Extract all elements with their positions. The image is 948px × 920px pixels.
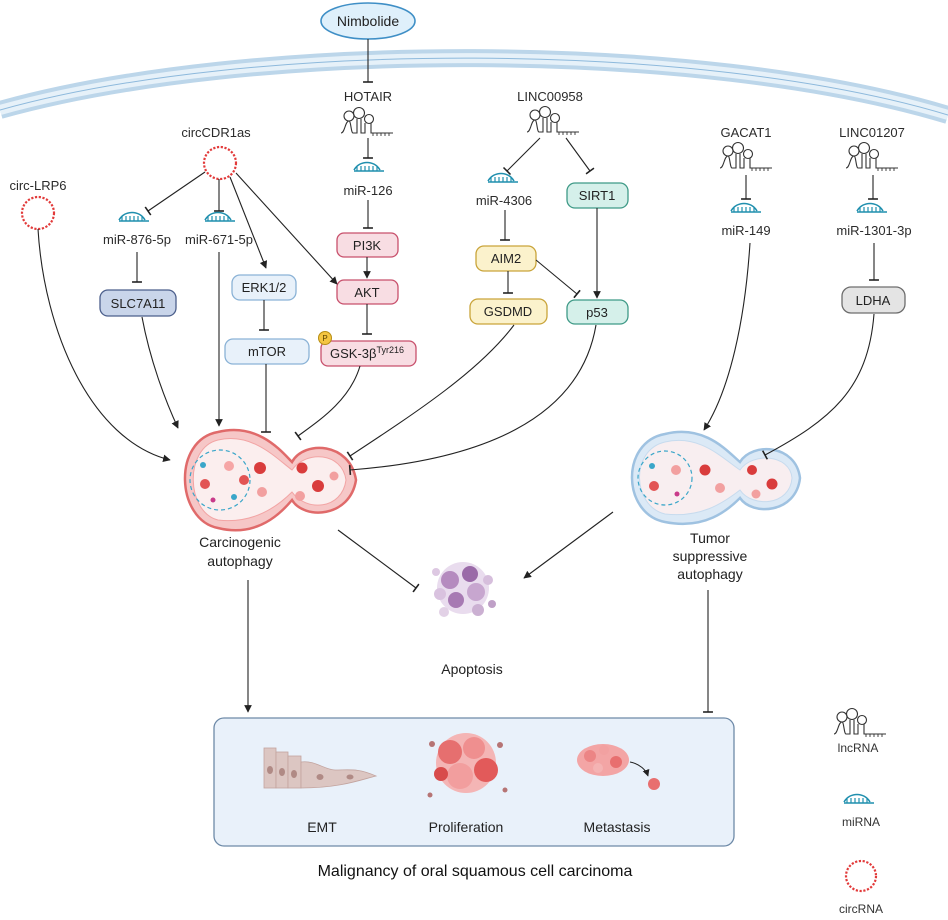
hotair-lncrna-icon bbox=[340, 106, 394, 137]
sirt1-box: SIRT1 bbox=[566, 182, 629, 209]
gacat1-lncrna-icon bbox=[719, 141, 773, 172]
svg-text:p53: p53 bbox=[586, 305, 608, 320]
linc01207-label: LINC01207 bbox=[839, 125, 905, 140]
suppressive-label-2: suppressive bbox=[673, 548, 748, 564]
mir671-label: miR-671-5p bbox=[185, 232, 253, 247]
suppressive-label-3: autophagy bbox=[677, 566, 742, 582]
suppressive-label-1: Tumor bbox=[690, 530, 730, 546]
proliferation-icon bbox=[427, 733, 508, 798]
edge-gsdmd-carcinogenic bbox=[346, 324, 515, 461]
legend: lncRNA miRNA circRNA bbox=[833, 707, 887, 916]
edge-linc00958-sirt1 bbox=[565, 137, 595, 175]
svg-text:GSDMD: GSDMD bbox=[484, 304, 532, 319]
gsk-box: GSK-3βTyr216 P bbox=[318, 331, 417, 367]
legend-mirna-icon bbox=[843, 793, 875, 804]
erk-box: ERK1/2 bbox=[231, 274, 297, 301]
gacat1-label: GACAT1 bbox=[720, 125, 771, 140]
aim2-box: AIM2 bbox=[475, 245, 537, 272]
akt-box: AKT bbox=[336, 279, 399, 305]
ldha-box: LDHA bbox=[841, 286, 906, 314]
svg-text:mTOR: mTOR bbox=[248, 344, 286, 359]
linc01207-lncrna-icon bbox=[845, 141, 899, 172]
emt-icon bbox=[263, 747, 378, 789]
circcdr1as-circrna-icon bbox=[202, 145, 238, 181]
gsdmd-box: GSDMD bbox=[469, 298, 548, 325]
edge-slc7a11-carcinogenic bbox=[141, 316, 179, 429]
pi3k-box: PI3K bbox=[336, 232, 399, 258]
mtor-box: mTOR bbox=[224, 338, 310, 365]
mir876-label: miR-876-5p bbox=[103, 232, 171, 247]
carcinogenic-label-2: autophagy bbox=[207, 553, 272, 569]
slc7a11-box: SLC7A11 bbox=[99, 289, 177, 317]
nimbolide-label: Nimbolide bbox=[337, 13, 399, 29]
edge-gsk-carcinogenic bbox=[294, 365, 361, 441]
cell-membrane bbox=[0, 49, 948, 124]
apoptosis-cluster-icon bbox=[432, 562, 496, 617]
legend-circrna-label: circRNA bbox=[839, 902, 883, 916]
svg-text:PI3K: PI3K bbox=[353, 238, 382, 253]
legend-lncrna-icon bbox=[833, 707, 887, 738]
mir671-mirna-icon bbox=[204, 211, 236, 222]
carcinogenic-label-1: Carcinogenic bbox=[199, 534, 281, 550]
mir876-mirna-icon bbox=[118, 211, 150, 222]
svg-text:SIRT1: SIRT1 bbox=[579, 188, 616, 203]
mir1301-mirna-icon bbox=[856, 202, 888, 213]
emt-label: EMT bbox=[307, 819, 337, 835]
phospho-icon bbox=[318, 331, 332, 345]
edge-linc00958-mir4306 bbox=[502, 137, 541, 176]
circcdr1as-label: circCDR1as bbox=[181, 125, 251, 140]
mir126-label: miR-126 bbox=[343, 183, 392, 198]
edge-suppressive-apoptosis bbox=[523, 511, 614, 579]
svg-text:P: P bbox=[322, 334, 327, 343]
edge-carcinogenic-apoptosis bbox=[337, 529, 420, 593]
edge-ldha-suppressive bbox=[761, 313, 875, 460]
apoptosis-label: Apoptosis bbox=[441, 661, 502, 677]
svg-text:AKT: AKT bbox=[354, 285, 379, 300]
tumor-suppressive-autophagy-cell bbox=[630, 430, 802, 525]
svg-text:AIM2: AIM2 bbox=[491, 251, 521, 266]
edge-circcdr1as-mir876 bbox=[144, 171, 206, 216]
legend-mirna-label: miRNA bbox=[842, 815, 880, 829]
edge-circlrp6-carcinogenic bbox=[37, 228, 171, 463]
edge-circcdr1as-erk bbox=[229, 176, 268, 269]
metastasis-label: Metastasis bbox=[584, 819, 651, 835]
mir149-mirna-icon bbox=[730, 202, 762, 213]
circlrp6-label: circ-LRP6 bbox=[9, 178, 66, 193]
hotair-label: HOTAIR bbox=[344, 89, 392, 104]
svg-text:LDHA: LDHA bbox=[856, 293, 891, 308]
edge-p53-carcinogenic bbox=[348, 324, 597, 475]
mir1301-label: miR-1301-3p bbox=[836, 223, 911, 238]
malignancy-caption: Malignancy of oral squamous cell carcino… bbox=[318, 863, 633, 880]
gsk-label: GSK-3βTyr216 bbox=[330, 345, 404, 361]
p53-box: p53 bbox=[566, 299, 629, 325]
svg-text:ERK1/2: ERK1/2 bbox=[242, 280, 287, 295]
svg-text:SLC7A11: SLC7A11 bbox=[111, 296, 166, 311]
metastasis-icon bbox=[577, 744, 660, 790]
mir4306-mirna-icon bbox=[487, 172, 519, 183]
mir149-label: miR-149 bbox=[721, 223, 770, 238]
legend-lncrna-label: lncRNA bbox=[838, 741, 879, 755]
carcinogenic-autophagy-cell bbox=[183, 428, 358, 532]
nimbolide-node: Nimbolide bbox=[320, 2, 416, 40]
legend-circrna-icon bbox=[844, 859, 878, 893]
circlrp6-circrna-icon bbox=[20, 195, 56, 231]
linc00958-label: LINC00958 bbox=[517, 89, 583, 104]
edge-circcdr1as-akt bbox=[235, 172, 338, 285]
edge-aim2-p53 bbox=[535, 259, 581, 299]
proliferation-label: Proliferation bbox=[429, 819, 504, 835]
edge-mir149-suppressive bbox=[703, 242, 751, 431]
mir4306-label: miR-4306 bbox=[476, 193, 532, 208]
mir126-mirna-icon bbox=[353, 161, 385, 172]
linc00958-lncrna-icon bbox=[526, 105, 580, 136]
